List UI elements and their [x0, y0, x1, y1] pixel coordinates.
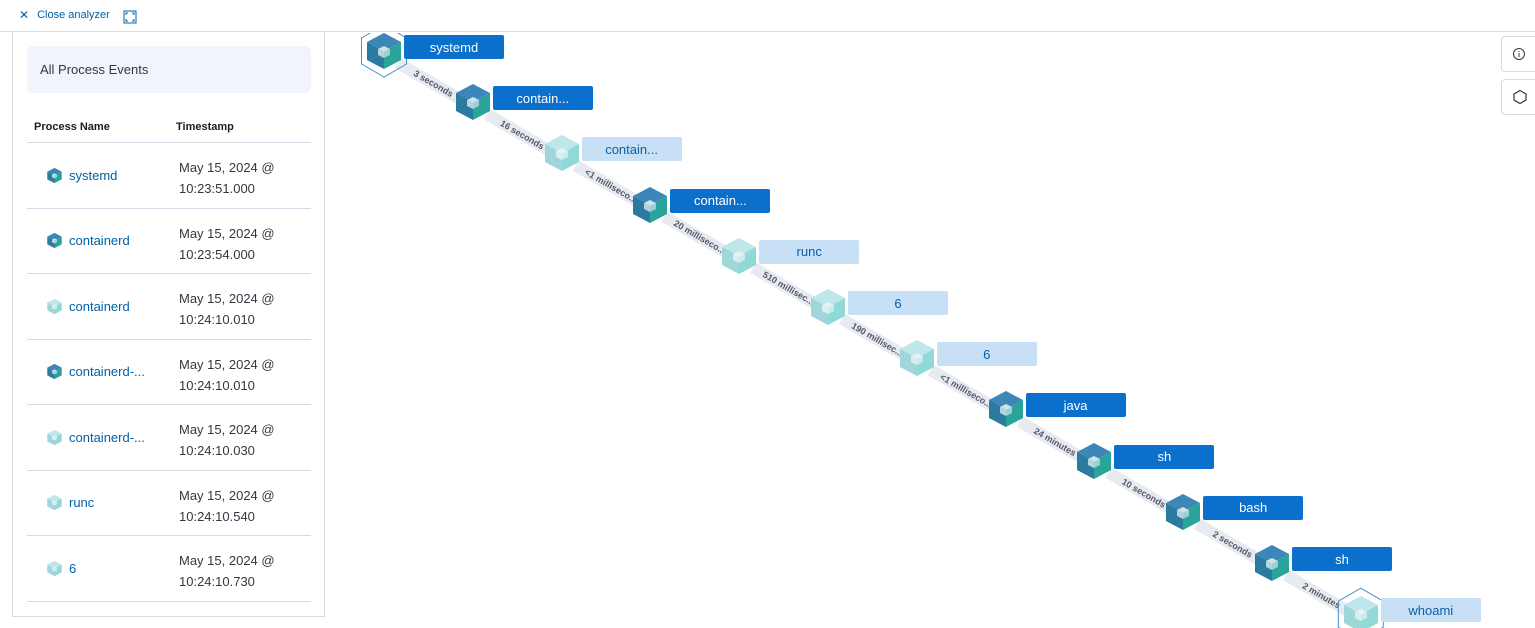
timestamp-date: May 15, 2024 @: [179, 553, 275, 568]
timestamp-cell: May 15, 2024 @ 10:24:10.010: [179, 288, 299, 330]
process-node-cube-icon[interactable]: [808, 287, 848, 327]
timestamp-cell: May 15, 2024 @ 10:24:10.540: [179, 485, 299, 527]
process-name-label: containerd: [69, 298, 130, 314]
timestamp-time: 10:24:10.540: [179, 508, 255, 524]
process-cube-icon: [47, 495, 62, 511]
table-row: containerd May 15, 2024 @ 10:23:54.000: [27, 209, 311, 274]
timestamp-date: May 15, 2024 @: [179, 422, 275, 437]
close-analyzer-label: Close analyzer: [37, 9, 110, 21]
info-button[interactable]: [1501, 36, 1535, 72]
timestamp-cell: May 15, 2024 @ 10:24:10.010: [179, 354, 299, 396]
timestamp-date: May 15, 2024 @: [179, 487, 275, 503]
process-cube-icon: [47, 233, 62, 249]
process-cube-icon: [47, 298, 62, 314]
process-node-cube-icon[interactable]: [1252, 543, 1292, 583]
fullscreen-icon[interactable]: [123, 10, 137, 24]
process-name-link[interactable]: runc: [46, 471, 176, 536]
close-icon: ✕: [19, 8, 30, 22]
process-node-label[interactable]: contain...: [670, 188, 771, 213]
timestamp-time: 10:24:10.730: [179, 574, 255, 589]
panel-title: All Process Events: [27, 46, 311, 93]
close-analyzer-button[interactable]: ✕ Close analyzer: [19, 9, 110, 21]
column-header-timestamp: Timestamp: [176, 121, 234, 133]
table-row: runc May 15, 2024 @ 10:24:10.540: [27, 471, 311, 536]
timestamp-cell: May 15, 2024 @ 10:24:10.730: [179, 550, 299, 592]
process-node-label[interactable]: 6: [848, 291, 948, 315]
info-icon: [1513, 48, 1525, 60]
timestamp-cell: May 15, 2024 @ 10:23:54.000: [179, 223, 299, 265]
edge-duration-label: 16 seconds: [498, 118, 545, 151]
process-node-cube-icon[interactable]: [986, 389, 1026, 429]
table-row: systemd May 15, 2024 @ 10:23:51.000: [27, 143, 311, 209]
process-events-panel: All Process Events Process Name Timestam…: [12, 32, 325, 617]
process-name-label: 6: [69, 560, 77, 576]
edge-duration-label: 2 seconds: [1211, 529, 1254, 560]
timestamp-date: May 15, 2024 @: [179, 225, 275, 241]
process-node-cube-icon[interactable]: [897, 338, 937, 378]
process-cube-icon: [47, 560, 62, 576]
process-node-cube-icon[interactable]: [453, 82, 493, 122]
process-node-label[interactable]: contain...: [581, 137, 682, 162]
process-cube-icon: [47, 167, 62, 183]
timestamp-date: May 15, 2024 @: [179, 160, 275, 175]
timestamp-time: 10:23:54.000: [179, 246, 255, 262]
process-cube-icon: [47, 429, 62, 445]
process-node-label[interactable]: bash: [1203, 495, 1304, 520]
process-name-label: containerd-...: [69, 429, 145, 445]
process-node-cube-icon[interactable]: [364, 33, 404, 71]
process-node-label[interactable]: java: [1025, 393, 1126, 418]
edge-duration-label: 3 seconds: [412, 68, 455, 99]
process-name-label: systemd: [69, 167, 118, 183]
process-name-label: containerd-...: [69, 364, 145, 380]
top-bar: ✕ Close analyzer: [0, 0, 1535, 32]
process-node-cube-icon[interactable]: [630, 185, 670, 225]
node-legend-button[interactable]: [1501, 79, 1535, 115]
process-name-link[interactable]: systemd: [46, 143, 176, 208]
edge-duration-label: 24 minutes: [1032, 426, 1078, 458]
timestamp-cell: May 15, 2024 @ 10:24:10.030: [179, 419, 299, 461]
process-cube-icon: [47, 364, 62, 380]
process-node-label[interactable]: sh: [1292, 547, 1392, 571]
edge-duration-label: 10 seconds: [1120, 477, 1167, 510]
edge-duration-label: 2 minutes: [1301, 581, 1342, 611]
table-row: containerd-... May 15, 2024 @ 10:24:10.010: [27, 340, 311, 405]
timestamp-date: May 15, 2024 @: [179, 291, 275, 306]
process-node-label[interactable]: whoami: [1380, 598, 1481, 623]
column-header-process-name: Process Name: [34, 121, 110, 133]
process-node-cube-icon[interactable]: [1074, 441, 1114, 481]
process-node-label[interactable]: runc: [759, 239, 860, 264]
table-row: 6 May 15, 2024 @ 10:24:10.730: [27, 536, 311, 602]
process-name-link[interactable]: containerd-...: [46, 340, 176, 405]
timestamp-time: 10:24:10.030: [179, 443, 255, 458]
process-name-link[interactable]: 6: [46, 536, 176, 601]
process-name-link[interactable]: containerd: [46, 274, 176, 339]
process-node-label[interactable]: 6: [936, 342, 1037, 367]
process-node-cube-icon[interactable]: [542, 133, 582, 173]
timestamp-date: May 15, 2024 @: [179, 356, 275, 372]
process-node-label[interactable]: systemd: [404, 35, 504, 59]
timestamp-cell: May 15, 2024 @ 10:23:51.000: [179, 157, 299, 199]
process-name-label: runc: [69, 495, 95, 511]
hexagon-icon: [1513, 89, 1527, 105]
process-node-cube-icon[interactable]: [1341, 594, 1381, 628]
process-node-cube-icon[interactable]: [719, 236, 759, 276]
process-name-link[interactable]: containerd: [46, 209, 176, 274]
table-row: containerd-... May 15, 2024 @ 10:24:10.030: [27, 405, 311, 471]
process-node-label[interactable]: contain...: [492, 86, 593, 111]
process-node-cube-icon[interactable]: [1163, 492, 1203, 532]
process-node-label[interactable]: sh: [1114, 444, 1215, 469]
timestamp-time: 10:24:10.010: [179, 312, 255, 327]
table-row: containerd May 15, 2024 @ 10:24:10.010: [27, 274, 311, 340]
process-name-link[interactable]: containerd-...: [46, 405, 176, 470]
timestamp-time: 10:24:10.010: [179, 377, 255, 393]
process-name-label: containerd: [69, 233, 130, 249]
timestamp-time: 10:23:51.000: [179, 181, 255, 196]
